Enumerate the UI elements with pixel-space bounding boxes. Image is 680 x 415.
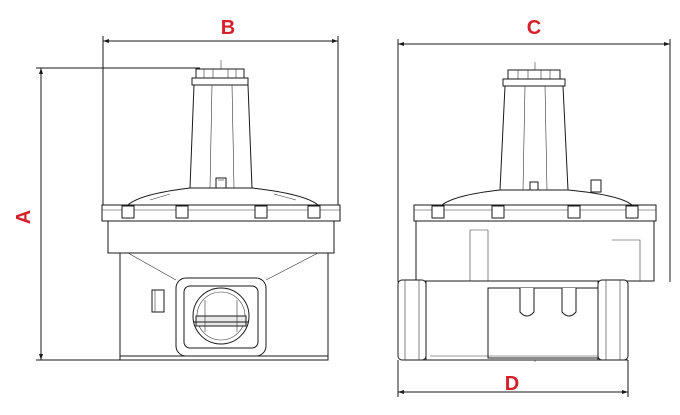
front-view	[101, 60, 341, 362]
dimension-label-c: C	[527, 17, 541, 39]
dimension-label-a: A	[13, 210, 35, 224]
dimension-label-b: B	[221, 17, 235, 39]
dimension-lines	[36, 36, 671, 397]
side-view	[397, 62, 657, 362]
dimension-label-d: D	[505, 373, 519, 395]
